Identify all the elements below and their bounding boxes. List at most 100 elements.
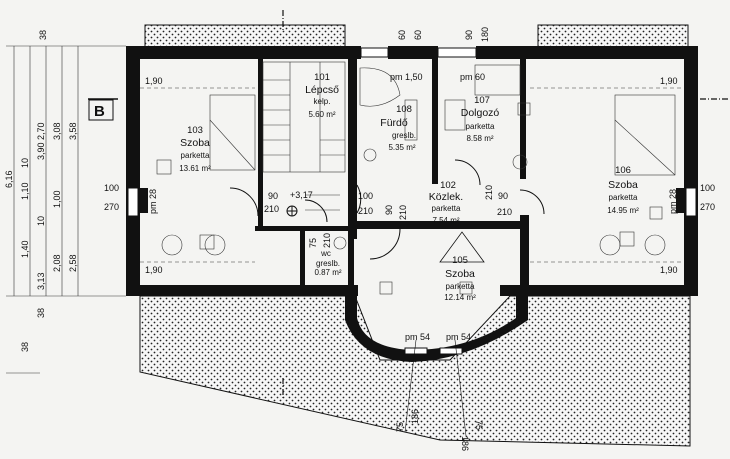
- room-103: 103 Szoba parketta 13.61 m²: [179, 125, 211, 173]
- svg-text:kelp.: kelp.: [314, 97, 331, 106]
- windows-top: [127, 47, 697, 355]
- svg-text:270: 270: [104, 202, 119, 212]
- svg-text:90: 90: [464, 30, 474, 40]
- svg-text:5.60 m²: 5.60 m²: [308, 110, 335, 119]
- svg-text:90: 90: [384, 205, 394, 215]
- svg-text:Szoba: Szoba: [608, 179, 638, 191]
- svg-text:parketta: parketta: [466, 122, 495, 131]
- room-101: 101 Lépcső kelp. 5.60 m²: [305, 72, 339, 119]
- svg-text:1,90: 1,90: [145, 76, 163, 86]
- svg-text:pm 1,50: pm 1,50: [390, 72, 423, 82]
- svg-text:107: 107: [474, 95, 490, 106]
- svg-text:1,00: 1,00: [52, 190, 62, 208]
- svg-text:+3,17: +3,17: [290, 190, 313, 200]
- interior-walls: [140, 59, 684, 295]
- svg-text:parketta: parketta: [609, 193, 638, 202]
- svg-text:105: 105: [452, 255, 468, 266]
- svg-text:0.87 m²: 0.87 m²: [314, 268, 341, 277]
- svg-text:10: 10: [36, 216, 46, 226]
- room-wc: wc greslb. 0.87 m²: [314, 249, 341, 277]
- svg-text:1,10: 1,10: [20, 182, 30, 200]
- staircase: [262, 61, 346, 211]
- svg-text:pm 28: pm 28: [148, 189, 158, 214]
- svg-text:102: 102: [440, 180, 456, 191]
- svg-text:parketta: parketta: [446, 282, 475, 291]
- svg-text:180: 180: [480, 27, 490, 42]
- chimney-left: [144, 24, 346, 48]
- svg-text:parketta: parketta: [181, 151, 210, 160]
- svg-text:3,08: 3,08: [52, 122, 62, 140]
- svg-text:75: 75: [474, 420, 484, 430]
- svg-text:60: 60: [413, 30, 423, 40]
- dim-3-90: 3,90: [36, 142, 46, 160]
- svg-text:38: 38: [36, 308, 46, 318]
- doors: [229, 159, 545, 260]
- svg-text:100: 100: [700, 183, 715, 193]
- svg-text:1,90: 1,90: [660, 76, 678, 86]
- svg-text:1,90: 1,90: [145, 265, 163, 275]
- svg-text:210: 210: [398, 205, 408, 220]
- svg-text:greslb.: greslb.: [316, 259, 340, 268]
- svg-text:Fürdő: Fürdő: [380, 117, 408, 129]
- svg-text:100: 100: [104, 183, 119, 193]
- svg-text:1,40: 1,40: [20, 240, 30, 258]
- svg-text:108: 108: [396, 104, 412, 115]
- svg-text:pm 60: pm 60: [460, 72, 485, 82]
- svg-text:270: 270: [700, 202, 715, 212]
- left-dimension-texts: 38 2,70 3,90 3,08 3,58 6,16 10 1,10 1,00…: [4, 30, 78, 352]
- svg-text:3,58: 3,58: [68, 122, 78, 140]
- furniture: [156, 64, 676, 295]
- svg-text:7.54 m²: 7.54 m²: [432, 216, 459, 225]
- svg-text:13.61 m²: 13.61 m²: [179, 164, 211, 173]
- svg-text:100: 100: [358, 191, 373, 201]
- chimney-right: [537, 24, 689, 48]
- room-107: 107 Dolgozó parketta 8.58 m²: [461, 95, 500, 143]
- svg-text:210: 210: [484, 185, 494, 200]
- svg-text:Közlek.: Közlek.: [429, 191, 463, 203]
- svg-text:parketta: parketta: [432, 204, 461, 213]
- svg-text:2,58: 2,58: [68, 254, 78, 272]
- svg-text:wc: wc: [320, 249, 331, 258]
- svg-text:210: 210: [358, 206, 373, 216]
- svg-text:38: 38: [20, 342, 30, 352]
- svg-text:Dolgozó: Dolgozó: [461, 107, 500, 119]
- svg-text:186: 186: [410, 409, 420, 424]
- room-102: 102 Közlek. parketta 7.54 m²: [429, 180, 463, 225]
- svg-text:8.58 m²: 8.58 m²: [466, 134, 493, 143]
- outer-walls: [126, 46, 698, 362]
- svg-text:75: 75: [308, 238, 318, 248]
- svg-text:greslb.: greslb.: [392, 131, 416, 140]
- svg-text:106: 106: [615, 165, 631, 176]
- svg-text:5.35 m²: 5.35 m²: [388, 143, 415, 152]
- svg-text:3,13: 3,13: [36, 272, 46, 290]
- svg-text:6,16: 6,16: [4, 170, 14, 188]
- svg-text:1,90: 1,90: [660, 265, 678, 275]
- svg-text:75: 75: [395, 422, 405, 432]
- svg-text:2,70: 2,70: [36, 122, 46, 140]
- svg-text:60: 60: [397, 30, 407, 40]
- svg-text:103: 103: [187, 125, 203, 136]
- plan-labels: 1,90 1,90 1,90 1,90 pm 1,50 pm 60 +3,17 …: [104, 27, 715, 451]
- svg-text:12.14 m²: 12.14 m²: [444, 293, 476, 302]
- svg-text:pm 28: pm 28: [668, 189, 678, 214]
- svg-text:210: 210: [264, 204, 279, 214]
- svg-text:186: 186: [460, 436, 470, 451]
- roof-slope-lines: [140, 87, 684, 263]
- svg-text:210: 210: [322, 233, 332, 248]
- svg-text:210: 210: [497, 207, 512, 217]
- room-106: 106 Szoba parketta 14.95 m²: [607, 165, 639, 215]
- section-marker-label: B: [94, 103, 105, 120]
- svg-text:38: 38: [38, 30, 48, 40]
- svg-text:2,08: 2,08: [52, 254, 62, 272]
- svg-text:pm 54: pm 54: [405, 332, 430, 342]
- room-105: 105 Szoba parketta 12.14 m²: [439, 231, 485, 302]
- svg-text:Szoba: Szoba: [180, 137, 210, 149]
- room-108: 108 Fürdő greslb. 5.35 m²: [380, 104, 416, 152]
- svg-text:10: 10: [20, 158, 30, 168]
- svg-text:14.95 m²: 14.95 m²: [607, 206, 639, 215]
- svg-text:Lépcső: Lépcső: [305, 84, 339, 96]
- svg-text:90: 90: [498, 191, 508, 201]
- svg-text:101: 101: [314, 72, 330, 83]
- left-dimension-lines: [6, 45, 126, 374]
